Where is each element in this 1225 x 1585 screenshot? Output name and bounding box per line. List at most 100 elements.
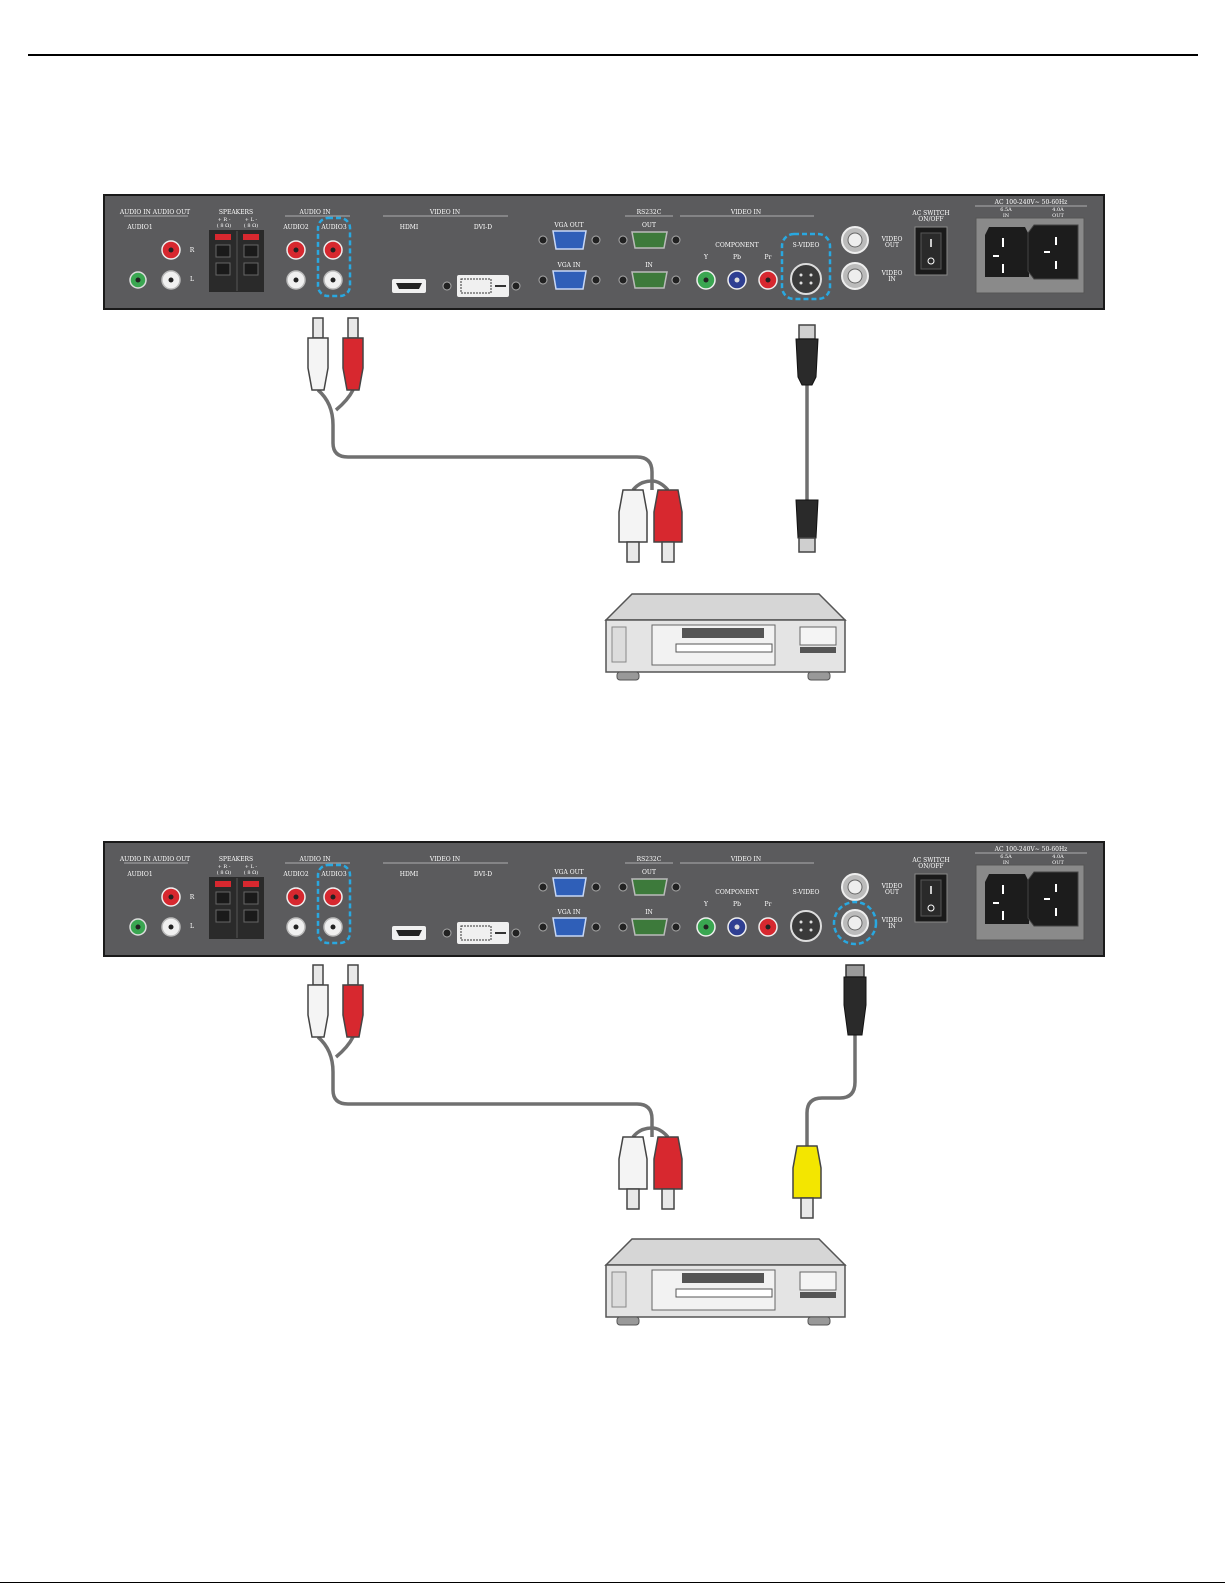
label-ac-switch-b-2: ON/OFF	[918, 863, 943, 870]
label-audio-in: AUDIO IN	[298, 209, 330, 216]
label-video-in: VIDEO IN	[429, 209, 460, 216]
ac-sockets-2	[975, 864, 1085, 941]
label-ac-in-amp: 6.5A	[1000, 207, 1012, 213]
label-audio2: AUDIO2	[282, 224, 308, 231]
label-ac-switch-b: ON/OFF	[918, 216, 943, 223]
label-component: COMPONENT	[715, 242, 759, 249]
label-y: Y	[703, 254, 709, 261]
svideo-cable	[795, 324, 819, 553]
video-in-highlight	[832, 900, 878, 946]
label-audio-in-2: AUDIO IN	[298, 856, 330, 863]
rs232c-in-port-2	[618, 918, 681, 936]
hdmi-port-2	[392, 926, 426, 940]
label-ac-rating-2: AC 100-240V~ 50-60Hz	[994, 846, 1068, 853]
diagram-composite-connection: AUDIO IN AUDIO OUT AUDIO1 SPEAKERS + R -…	[0, 830, 1225, 1344]
label-ac-out-amp: 4.0A	[1052, 207, 1064, 213]
composite-video-cable	[792, 964, 867, 1219]
label-speaker-l-2: + L -	[245, 864, 258, 870]
label-hdmi-2: HDMI	[400, 871, 419, 878]
label-ac-in-amp-2: 6.5A	[1000, 854, 1012, 860]
svideo-highlight	[780, 232, 832, 301]
ac-switch	[914, 226, 948, 276]
rs232c-out-port-2	[618, 878, 681, 896]
label-r: R	[190, 247, 195, 254]
label-video-in-a-2: VIDEO	[881, 917, 903, 924]
rca-plug-red-bottom-2	[653, 1136, 683, 1190]
label-audio3: AUDIO3	[320, 224, 346, 231]
label-video-out-a: VIDEO	[881, 236, 903, 243]
dvid-port-2	[442, 922, 521, 944]
label-speaker-r-2: + R -	[218, 864, 231, 870]
label-l-2: L	[190, 923, 194, 930]
label-video-in-a: VIDEO	[881, 270, 903, 277]
rca-plug-red-top	[347, 317, 359, 339]
rca-plug-white-bottom-2	[618, 1136, 648, 1190]
speaker-terminal-2	[209, 877, 264, 939]
bottom-rule	[0, 1582, 1225, 1583]
label-rs-in: IN	[645, 262, 653, 269]
rca-plug-white-top-2	[312, 964, 324, 986]
label-pr: Pr	[765, 254, 772, 261]
label-ac-out: OUT	[1052, 213, 1064, 219]
label-dvid-2: DVI-D	[474, 871, 492, 878]
label-speaker-r-ohm: ( 8 Ω)	[217, 222, 231, 229]
rear-panel: AUDIO IN AUDIO OUT AUDIO1 SPEAKERS + R -…	[103, 194, 1105, 310]
label-audio1-2: AUDIO1	[126, 871, 152, 878]
svideo-diagram-svg: AUDIO IN AUDIO OUT AUDIO1 SPEAKERS + R -…	[103, 194, 1105, 681]
vga-in-port	[538, 270, 601, 290]
label-speaker-l-ohm-2: ( 8 Ω)	[244, 869, 258, 876]
label-ac-in-2: IN	[1003, 860, 1010, 866]
label-audio1: AUDIO1	[126, 224, 152, 231]
label-audio3-2: AUDIO3	[320, 871, 346, 878]
dvd-player-2	[604, 1238, 847, 1326]
bnc-plug	[845, 964, 865, 978]
diagram-svideo-connection: AUDIO IN AUDIO OUT AUDIO1 SPEAKERS + R -…	[0, 185, 1225, 699]
label-speaker-r: + R -	[218, 217, 231, 223]
rca-audio-cable	[307, 317, 683, 563]
label-vga-out-2: VGA OUT	[553, 869, 583, 876]
label-video-in-b: IN	[888, 276, 896, 283]
vga-out-port	[538, 230, 601, 250]
audio3-highlight	[316, 216, 352, 298]
label-rs-out: OUT	[642, 222, 656, 229]
ac-sockets	[975, 217, 1085, 294]
label-audio-section-2: AUDIO IN AUDIO OUT	[119, 856, 190, 863]
rca-plug-red-bottom	[653, 489, 683, 543]
label-rs232c: RS232C	[637, 209, 662, 216]
label-ac-switch-a: AC SWITCH	[911, 210, 949, 217]
label-vga-out: VGA OUT	[553, 222, 583, 229]
label-rs-out-2: OUT	[642, 869, 656, 876]
rs232c-out-port	[618, 231, 681, 249]
label-video-in-3: VIDEO IN	[730, 856, 761, 863]
vga-out-port-2	[538, 877, 601, 897]
label-speakers: SPEAKERS	[219, 209, 253, 216]
label-ac-in: IN	[1003, 213, 1010, 219]
rca-plug-white-top	[312, 317, 324, 339]
label-speaker-l: + L -	[245, 217, 258, 223]
label-y-2: Y	[703, 901, 709, 908]
svideo-port	[790, 263, 822, 295]
label-speaker-l-ohm: ( 8 Ω)	[244, 222, 258, 229]
label-video-in-b-2: IN	[888, 923, 896, 930]
label-dvid: DVI-D	[474, 224, 492, 231]
dvid-port	[442, 275, 521, 297]
label-speakers-2: SPEAKERS	[219, 856, 253, 863]
label-l: L	[190, 276, 194, 283]
rca-plug-red-top-2	[347, 964, 359, 986]
label-video-out-b: OUT	[885, 242, 899, 249]
label-video-out-a-2: VIDEO	[881, 883, 903, 890]
dvd-player	[604, 593, 847, 681]
label-ac-out-2: OUT	[1052, 860, 1064, 866]
rca-audio-cable-2	[307, 964, 683, 1210]
ac-switch-2	[914, 873, 948, 923]
label-pr-2: Pr	[765, 901, 772, 908]
top-rule	[28, 54, 1198, 56]
audio3-highlight-2	[316, 863, 352, 945]
label-pb-2: Pb	[733, 901, 741, 908]
label-svideo-2: S-VIDEO	[793, 889, 820, 896]
rca-plug-white-bottom	[618, 489, 648, 543]
label-r-2: R	[190, 894, 195, 901]
label-ac-out-amp-2: 4.0A	[1052, 854, 1064, 860]
svideo-port-2	[790, 910, 822, 942]
composite-diagram-svg: AUDIO IN AUDIO OUT AUDIO1 SPEAKERS + R -…	[103, 841, 1105, 1326]
